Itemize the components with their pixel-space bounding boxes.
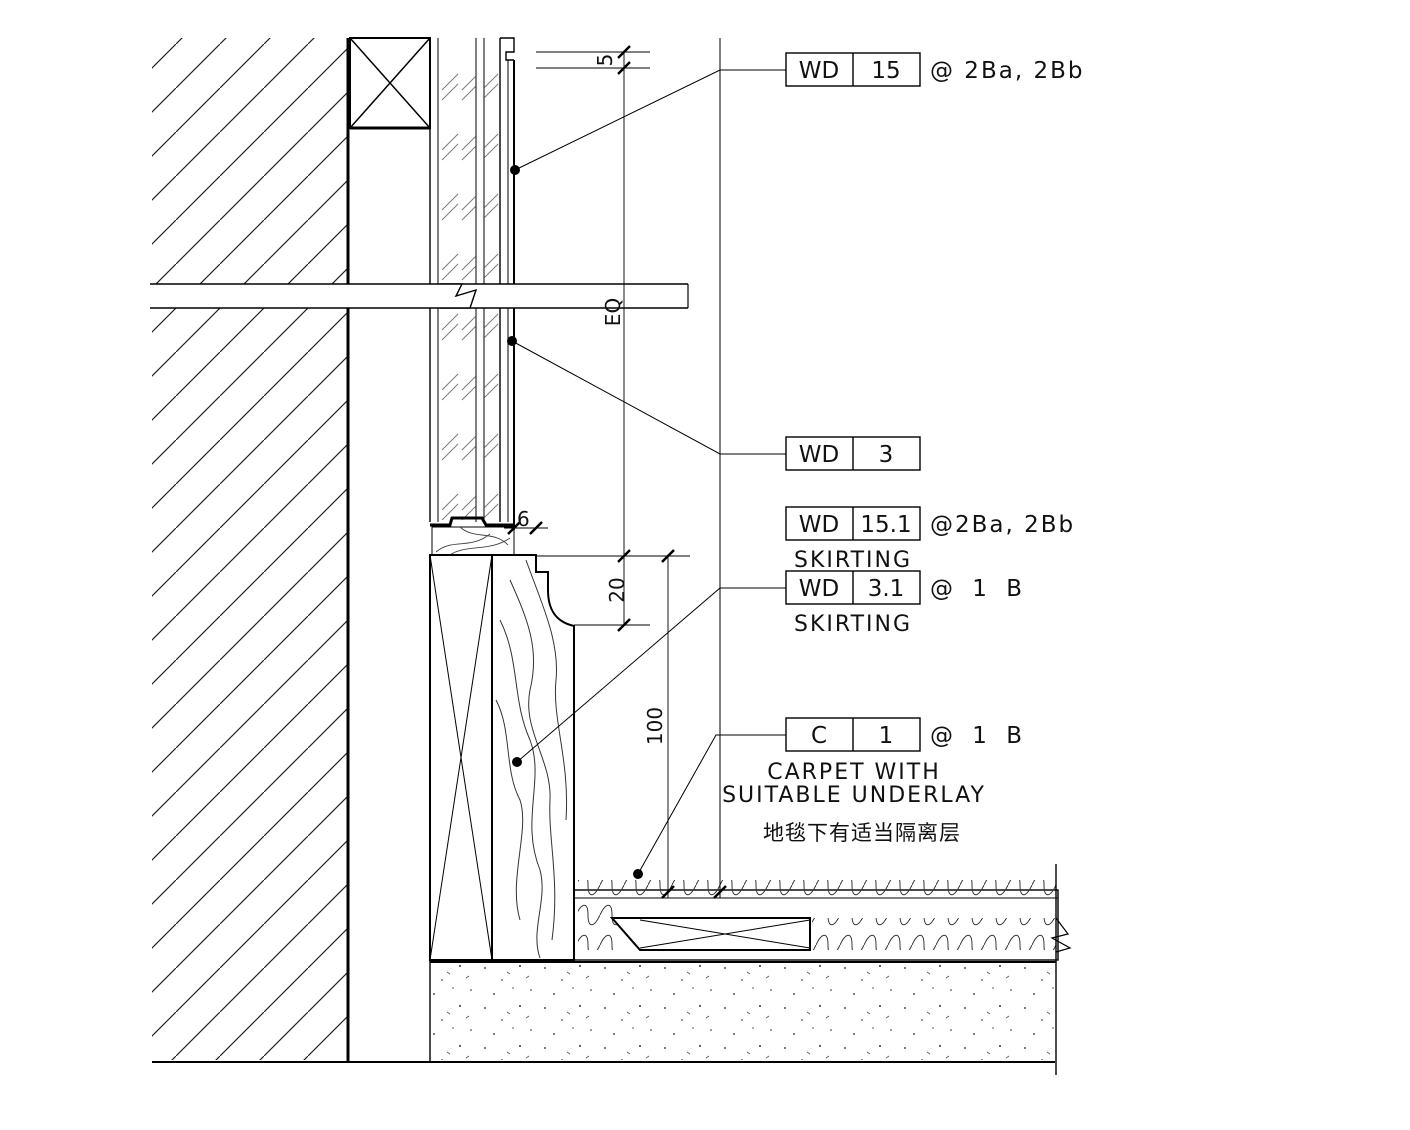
tag-wd15-1-note: SKIRTING xyxy=(794,548,912,573)
break-line xyxy=(150,283,690,309)
tag-wd15-1-ref: @2Ba, 2Bb xyxy=(930,512,1075,538)
tag-wd15-number: 15 xyxy=(871,58,900,84)
dimension-6: 6 xyxy=(504,507,548,535)
timber-batten-top xyxy=(349,37,431,130)
tag-wd15-1: WD 15.1 @2Ba, 2Bb SKIRTING xyxy=(785,506,1075,573)
leader-dot-wd3 xyxy=(507,336,517,346)
tag-wd15-ref: @ 2Ba, 2Bb xyxy=(930,58,1084,84)
tag-wd15-1-number: 15.1 xyxy=(860,512,911,538)
dimension-label-100: 100 xyxy=(643,707,667,745)
tag-wd3-1-number: 3.1 xyxy=(868,576,905,602)
tag-c1-ref: @ 1 B xyxy=(930,723,1028,749)
carpet-note-line1: CARPET WITH xyxy=(767,760,941,785)
leaders xyxy=(507,69,786,879)
tag-wd3-1-code: WD xyxy=(799,576,839,602)
tag-wd3-1-ref: @ 1 B xyxy=(930,576,1028,602)
leader-dot-c1 xyxy=(633,869,643,879)
tag-c1-code: C xyxy=(811,723,827,749)
skirting-body xyxy=(429,554,575,961)
tag-c1-number: 1 xyxy=(879,723,894,749)
carpet-notes: CARPET WITH SUITABLE UNDERLAY 地毯下有适当隔离层 xyxy=(722,760,986,845)
dimension-label-20: 20 xyxy=(605,577,629,602)
tag-wd3-code: WD xyxy=(799,442,839,468)
dimension-label-eq: EQ xyxy=(601,298,625,326)
dimension-eq: EQ xyxy=(601,298,625,326)
tag-c1: C 1 @ 1 B xyxy=(785,717,1028,752)
tag-wd3-1-note: SKIRTING xyxy=(794,612,912,637)
tag-wd3-number: 3 xyxy=(879,442,894,468)
reference-lines xyxy=(623,38,721,898)
concrete-slab xyxy=(429,960,1056,1062)
tag-wd3: WD 3 xyxy=(785,436,921,471)
tag-wd15-1-code: WD xyxy=(799,512,839,538)
dimension-label-5: 5 xyxy=(593,54,617,67)
dimension-100: 100 xyxy=(643,707,727,899)
carpet-build-up xyxy=(573,864,1072,1075)
dimension-20: 20 xyxy=(536,549,690,632)
tag-wd15-code: WD xyxy=(799,58,839,84)
skirting-top-profile xyxy=(430,516,515,556)
tag-wd3-1: WD 3.1 @ 1 B SKIRTING xyxy=(785,570,1028,637)
leader-dot-wd31 xyxy=(512,757,522,767)
carpet-note-chinese: 地毯下有适当隔离层 xyxy=(763,821,961,845)
tag-wd15: WD 15 @ 2Ba, 2Bb xyxy=(785,52,1084,87)
leader-dot-wd15 xyxy=(510,165,520,175)
masonry-wall xyxy=(152,38,1055,1063)
dimension-5: 5 xyxy=(536,45,650,75)
carpet-note-line2: SUITABLE UNDERLAY xyxy=(722,783,986,808)
dimension-label-6: 6 xyxy=(517,507,530,531)
